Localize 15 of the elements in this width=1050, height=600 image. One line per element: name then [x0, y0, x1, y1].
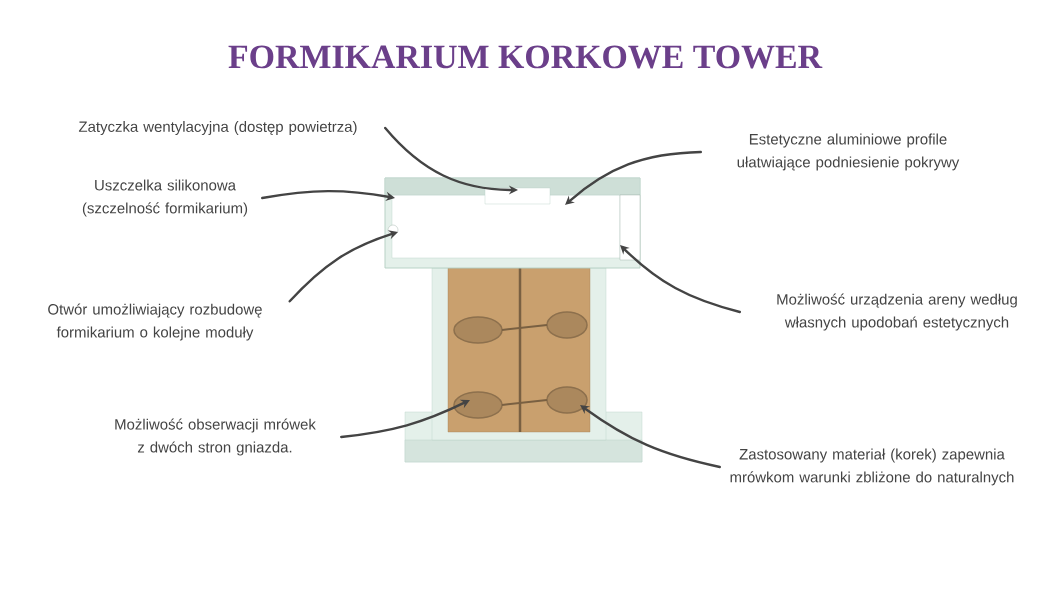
arrow: [340, 399, 470, 439]
arrow: [565, 150, 702, 205]
arrow: [620, 245, 741, 314]
callout-text: Uszczelka silikonowa (szczelność formikarium): [82, 179, 248, 217]
arrow: [288, 230, 398, 303]
callout-text: Możliwość urządzenia areny według własnych upodobań estetycznych: [777, 293, 1017, 331]
arrow: [580, 405, 721, 469]
callout-text: Otwór umożliwiający rozbudowę formikarium o kolejne moduły: [48, 303, 262, 341]
arrow: [261, 189, 395, 201]
callout-text: Możliwość obserwacji mrówek z dwóch stron gniazda.: [115, 418, 316, 456]
formicarium-drawing: [384, 177, 643, 463]
title: FORMIKARIUM KORKOWE TOWER: [228, 45, 823, 69]
callout-text: Zastosowany materiał (korek) zapewnia mrówkom warunki zbliżone do naturalnych: [730, 448, 1014, 486]
callout-text: Estetyczne aluminiowe profile ułatwiające podniesienie pokrywy: [737, 133, 960, 171]
callout-text: Zatyczka wentylacyjna (dostęp powietrza): [78, 121, 357, 135]
